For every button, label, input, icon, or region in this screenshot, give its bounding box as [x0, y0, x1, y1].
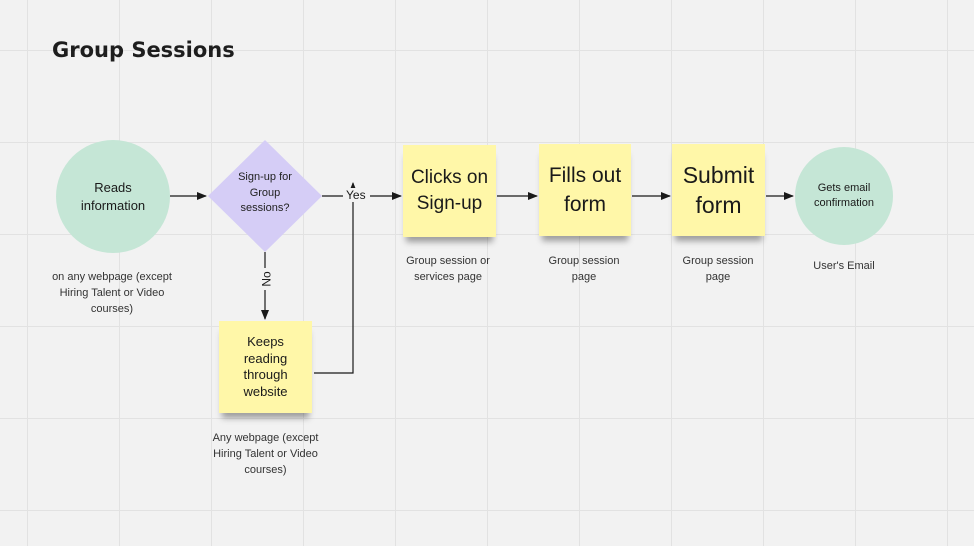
edge-label-yes: Yes — [344, 188, 368, 202]
caption-email: User's Email — [813, 260, 875, 272]
node-submit-label: Submit form — [682, 162, 755, 218]
caption-fills: Group session page — [548, 255, 620, 283]
node-gets-email: Gets email confirmation — [795, 147, 893, 245]
edge-label-no: No — [259, 269, 274, 289]
node-keeps-label: Keeps reading through website — [243, 334, 288, 399]
caption-submit: Group session page — [682, 255, 754, 283]
node-fills-out-form: Fills out form — [539, 144, 631, 236]
arrow-keeps-to-yes — [314, 182, 357, 374]
node-decision-label: Sign-up for Group sessions? — [238, 171, 292, 214]
caption-reads: on any webpage (except Hiring Talent or … — [52, 271, 172, 315]
node-reads-label: Reads information — [80, 179, 146, 213]
node-clicks-label: Clicks on Sign-up — [410, 167, 489, 214]
node-clicks-sign-up: Clicks on Sign-up — [403, 145, 496, 237]
page-title: Group Sessions — [52, 38, 235, 62]
caption-clicks: Group session or services page — [406, 255, 490, 283]
node-keeps-reading: Keeps reading through website — [219, 321, 312, 413]
node-fills-label: Fills out form — [548, 164, 622, 216]
caption-keeps: Any webpage (except Hiring Talent or Vid… — [212, 432, 319, 476]
node-reads-information: Reads information — [56, 140, 170, 253]
decision-diamond-shape — [208, 140, 322, 252]
node-gets-label: Gets email confirmation — [814, 182, 874, 209]
node-submit-form: Submit form — [672, 144, 765, 236]
node-decision: Sign-up for Group sessions? — [208, 140, 322, 252]
